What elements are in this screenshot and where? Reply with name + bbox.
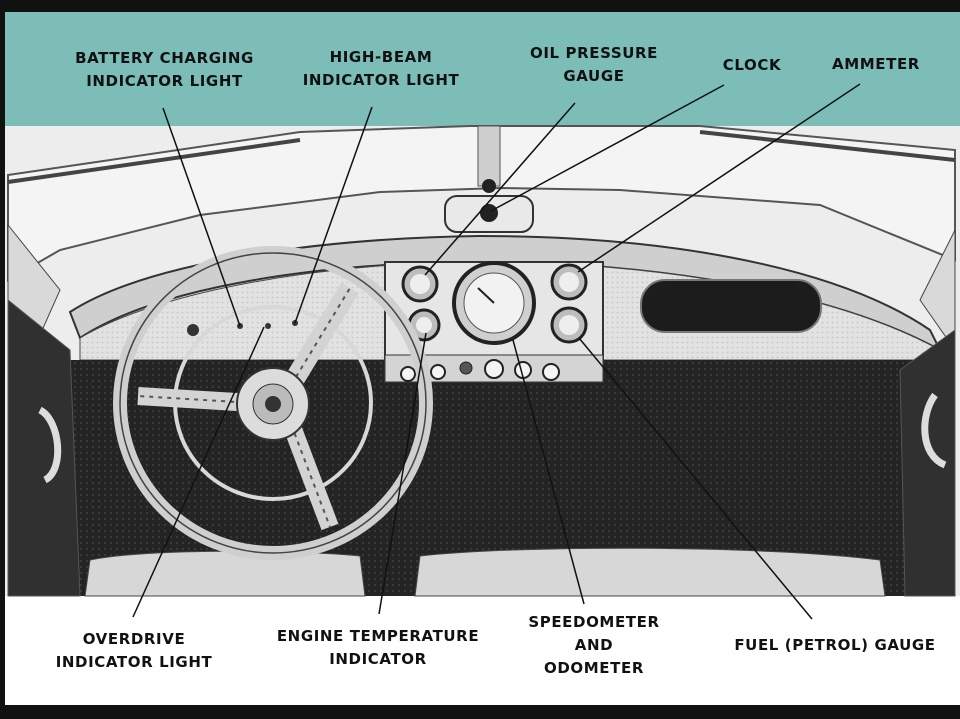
label-line: INDICATOR [329,650,427,668]
label-line: INDICATOR LIGHT [86,72,243,90]
label-line: GAUGE [563,67,625,85]
label-line: ENGINE TEMPERATURE [276,627,480,645]
label-line: ODOMETER [544,659,644,677]
leader-speedometer [512,339,585,605]
label-line: INDICATOR LIGHT [55,653,213,671]
label-line: SPEEDOMETER [528,613,660,631]
label-clock: CLOCK [717,54,787,77]
label-ammeter: AMMETER [830,53,922,76]
label-line: OIL PRESSURE [529,44,658,62]
dashboard-photo [5,125,960,597]
leader-overdrive [132,326,265,618]
label-oil-pressure-gauge: OIL PRESSURE GAUGE [528,42,660,88]
label-battery-charging-indicator-light: BATTERY CHARGING INDICATOR LIGHT [72,47,257,93]
leader-fuel [578,337,813,620]
leader-lines [132,83,861,620]
label-line: CLOCK [722,56,782,74]
leader-clock [490,84,725,212]
leader-oil [424,102,576,276]
label-fuel-petrol-gauge: FUEL (PETROL) GAUGE [730,634,940,657]
label-high-beam-indicator-light: HIGH-BEAM INDICATOR LIGHT [300,46,462,92]
label-overdrive-indicator-light: OVERDRIVE INDICATOR LIGHT [50,628,218,674]
label-line: BATTERY CHARGING [75,49,254,67]
label-engine-temperature-indicator: ENGINE TEMPERATURE INDICATOR [274,625,482,671]
leader-battery [162,107,241,327]
leader-engine-temp [378,332,427,615]
label-line: HIGH-BEAM [329,48,433,66]
label-line: FUEL (PETROL) GAUGE [734,636,936,654]
leader-ammeter [577,83,861,273]
label-line: AMMETER [832,55,920,73]
leader-highbeam [294,106,373,324]
label-line: AND [574,636,614,654]
label-speedometer-and-odometer: SPEEDOMETER AND ODOMETER [528,611,660,680]
label-line: OVERDRIVE [82,630,186,648]
label-line: INDICATOR LIGHT [302,71,460,89]
